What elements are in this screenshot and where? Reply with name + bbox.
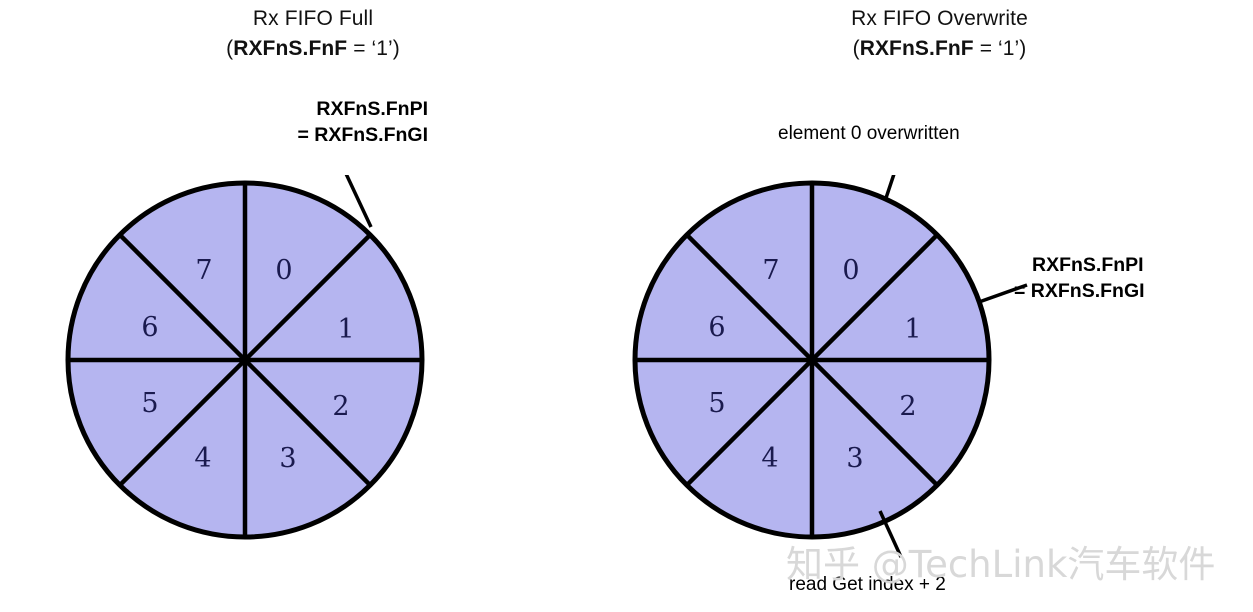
pie-segments-right xyxy=(632,180,992,540)
spoke-diagonal-ne-sw-left xyxy=(118,233,372,487)
callout-left-pi-line1: RXFnS.FnPI xyxy=(316,98,428,120)
pie-label-right-4: 4 xyxy=(761,443,778,474)
pie-labels-left: 0 1 2 3 4 5 6 7 xyxy=(141,255,354,474)
title-right-condition: = ‘1’ xyxy=(979,37,1020,60)
pie-label-left-1: 1 xyxy=(337,314,354,345)
callout-read-get-index: read Get index + 2 xyxy=(789,574,946,595)
title-left-register: RXFnS.FnF xyxy=(233,37,348,60)
pie-labels-right: 0 1 2 3 4 5 6 7 xyxy=(708,255,921,474)
callout-right-pi-line2: = RXFnS.FnGI xyxy=(1014,280,1145,302)
title-left-line1: Rx FIFO Full xyxy=(252,7,374,30)
pie-label-right-7: 7 xyxy=(762,255,779,286)
pie-svg-right: 0 1 2 3 4 5 6 7 xyxy=(632,164,1028,558)
pie-label-left-5: 5 xyxy=(141,388,158,419)
pie-label-right-0: 0 xyxy=(842,255,859,286)
pie-label-left-6: 6 xyxy=(141,312,158,343)
pie-chart-rx-fifo-full: 0 1 2 3 4 5 6 7 xyxy=(60,162,440,560)
pie-label-left-0: 0 xyxy=(275,255,292,286)
callout-element-0-overwritten: element 0 overwritten xyxy=(778,123,960,144)
panel-rx-fifo-full: Rx FIFO Full (RXFnS.FnF = ‘1’) RXFnS.FnP… xyxy=(0,0,626,612)
pie-label-right-1: 1 xyxy=(904,314,921,345)
leader-line-right-pointer-index xyxy=(978,283,1028,304)
title-right-line2: (RXFnS.FnF = ‘1’) xyxy=(852,37,1027,60)
pie-label-left-7: 7 xyxy=(195,255,212,286)
pie-segments-left xyxy=(65,180,425,540)
pie-label-right-6: 6 xyxy=(708,312,725,343)
page-title-left: Rx FIFO Full (RXFnS.FnF = ‘1’) xyxy=(0,4,626,64)
panel-rx-fifo-overwrite: Rx FIFO Overwrite (RXFnS.FnF = ‘1’) xyxy=(626,0,1253,612)
title-right-register: RXFnS.FnF xyxy=(859,37,974,60)
title-right-line1: Rx FIFO Overwrite xyxy=(851,7,1028,30)
leader-line-element-0-overwritten xyxy=(883,164,899,202)
pie-label-right-5: 5 xyxy=(708,388,725,419)
pie-chart-rx-fifo-overwrite: 0 1 2 3 4 5 6 7 xyxy=(627,164,1047,600)
pie-label-left-4: 4 xyxy=(194,443,211,474)
title-left-line2: (RXFnS.FnF = ‘1’) xyxy=(226,37,400,60)
pie-label-left-3: 3 xyxy=(279,443,296,474)
title-left-condition: = ‘1’ xyxy=(353,37,393,60)
callout-left-pointer-index: RXFnS.FnPI = RXFnS.FnGI xyxy=(238,96,428,148)
pie-label-left-2: 2 xyxy=(332,391,349,422)
spoke-diagonal-ne-sw-right xyxy=(685,233,939,487)
callout-right-pointer-index: RXFnS.FnPI = RXFnS.FnGI xyxy=(1014,252,1145,304)
pie-svg-left: 0 1 2 3 4 5 6 7 xyxy=(65,162,425,540)
pie-label-right-3: 3 xyxy=(846,443,863,474)
callout-left-pi-line2: = RXFnS.FnGI xyxy=(297,124,428,146)
callout-right-pi-line1: RXFnS.FnPI xyxy=(1032,254,1144,276)
pie-label-right-2: 2 xyxy=(899,391,916,422)
page-title-right: Rx FIFO Overwrite (RXFnS.FnF = ‘1’) xyxy=(626,4,1253,64)
leader-line-read-get-index xyxy=(878,510,903,558)
